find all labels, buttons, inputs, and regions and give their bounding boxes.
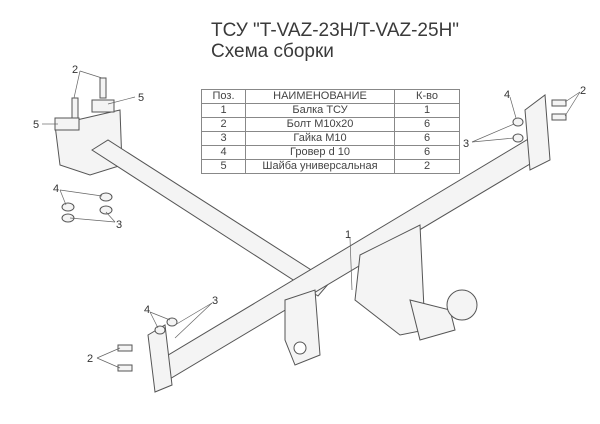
callout-4: 4 bbox=[504, 89, 510, 101]
cell-name: Гайка М10 bbox=[245, 131, 395, 146]
cell-qty: 1 bbox=[394, 103, 460, 118]
title-line-2: Схема сборки bbox=[211, 41, 334, 62]
callout-3: 3 bbox=[212, 295, 218, 307]
cell-qty: 6 bbox=[394, 131, 460, 146]
title-line-1: ТСУ "T-VAZ-23H/T-VAZ-25H" bbox=[211, 20, 460, 41]
tow-ball bbox=[446, 289, 478, 321]
callout-5: 5 bbox=[33, 119, 39, 131]
cell-pos: 5 bbox=[201, 159, 246, 174]
callout-4: 4 bbox=[53, 183, 59, 195]
table-header: Поз. НАИМЕНОВАНИЕ К-во bbox=[201, 89, 460, 104]
cell-name: Шайба универсальная bbox=[245, 159, 395, 174]
cell-pos: 3 bbox=[201, 131, 246, 146]
cell-qty: 6 bbox=[394, 117, 460, 132]
cross-beam bbox=[159, 137, 541, 381]
center-plate bbox=[354, 224, 426, 336]
cell-pos: 4 bbox=[201, 145, 246, 160]
header-name: НАИМЕНОВАНИЕ bbox=[245, 89, 395, 104]
cell-name: Болт М10х20 bbox=[245, 117, 395, 132]
cell-pos: 1 bbox=[201, 103, 246, 118]
drawing-title: ТСУ "T-VAZ-23H/T-VAZ-25H" Схема сборки bbox=[211, 20, 459, 62]
callout-2: 2 bbox=[580, 85, 586, 97]
callout-labels: 2 5 5 4 3 1 4 3 2 4 2 3 bbox=[33, 64, 586, 365]
header-pos: Поз. bbox=[201, 89, 246, 104]
callout-1: 1 bbox=[345, 229, 351, 241]
callout-5: 5 bbox=[138, 92, 144, 104]
callout-4: 4 bbox=[144, 304, 150, 316]
cell-pos: 2 bbox=[201, 117, 246, 132]
callout-3: 3 bbox=[463, 138, 469, 150]
cell-qty: 6 bbox=[394, 145, 460, 160]
tow-hook-neck bbox=[409, 299, 456, 341]
right-bracket bbox=[524, 94, 551, 171]
cell-qty: 2 bbox=[394, 159, 460, 174]
cell-name: Балка ТСУ bbox=[245, 103, 395, 118]
cell-name: Гровер d 10 bbox=[245, 145, 395, 160]
callout-2: 2 bbox=[87, 353, 93, 365]
callout-3: 3 bbox=[116, 219, 122, 231]
callout-2: 2 bbox=[72, 64, 78, 76]
header-qty: К-во bbox=[394, 89, 460, 104]
left-bottom-bracket bbox=[147, 324, 173, 393]
